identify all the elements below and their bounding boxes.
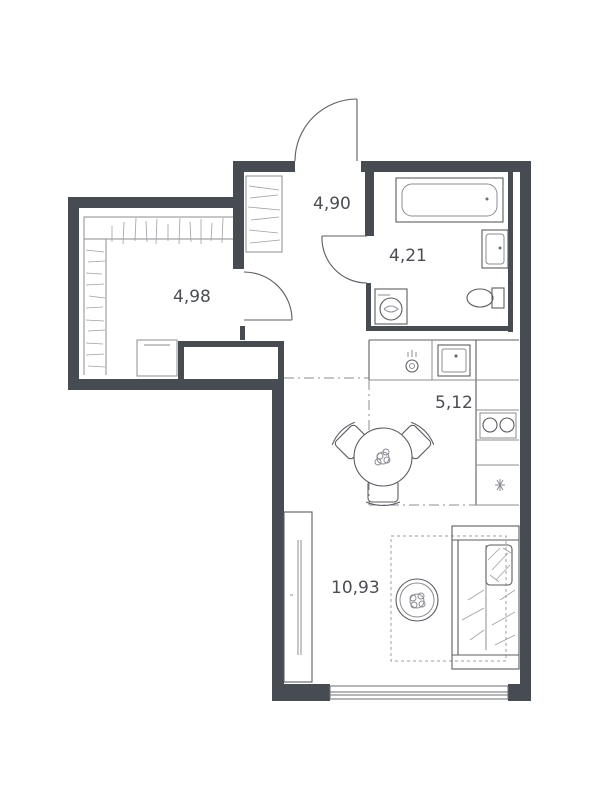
wall-bath-left-lower bbox=[366, 283, 371, 331]
wall-storage-left bbox=[68, 197, 79, 390]
wall-right bbox=[520, 161, 531, 701]
fridge bbox=[495, 479, 505, 491]
kitchen-area-label: 5,12 bbox=[435, 393, 473, 413]
rug bbox=[390, 535, 507, 662]
bathroom-door bbox=[321, 235, 368, 284]
wall-hall-top bbox=[233, 161, 295, 172]
bathroom-area-label: 4,21 bbox=[389, 246, 427, 266]
storage-area-label: 4,98 bbox=[173, 287, 211, 307]
gas-meter bbox=[405, 350, 419, 373]
wall-living-left-upper bbox=[272, 379, 284, 509]
wall-living-left-lower bbox=[272, 509, 284, 701]
sofa bbox=[451, 525, 520, 670]
wall-shelf-top bbox=[178, 341, 284, 347]
washing-machine bbox=[374, 288, 408, 325]
stove bbox=[479, 412, 517, 439]
window bbox=[329, 685, 509, 700]
dining-table bbox=[331, 421, 435, 507]
walls bbox=[68, 161, 531, 701]
sink bbox=[481, 229, 509, 269]
entrance-door bbox=[294, 98, 358, 162]
wall-bottom-right bbox=[508, 684, 531, 701]
bathtub bbox=[395, 177, 504, 223]
storage-door bbox=[243, 271, 293, 321]
toilet bbox=[466, 287, 505, 309]
wall-bath-partition bbox=[365, 161, 374, 236]
wall-bath-top bbox=[361, 161, 531, 172]
wall-storage-top bbox=[68, 197, 244, 208]
wall-shelf-left bbox=[178, 341, 184, 381]
coffee-table bbox=[395, 578, 439, 622]
wall-bath-inner bbox=[508, 172, 513, 332]
living-area-label: 10,93 bbox=[331, 578, 380, 598]
wall-bottom-left bbox=[272, 684, 330, 701]
kitchen-counter bbox=[368, 339, 519, 506]
kitchen-sink bbox=[437, 344, 471, 377]
wall-storage-right bbox=[233, 161, 244, 269]
wall-bath-bottom bbox=[366, 326, 513, 331]
hall-area-label: 4,90 bbox=[313, 194, 351, 214]
wardrobe-cabinet bbox=[283, 511, 313, 683]
wall-door-jamb bbox=[240, 326, 245, 340]
hall-wardrobe bbox=[245, 175, 283, 253]
wall-storage-bottom bbox=[68, 379, 284, 390]
storage-wardrobe bbox=[83, 216, 233, 377]
wall-shelf-right bbox=[278, 341, 284, 381]
